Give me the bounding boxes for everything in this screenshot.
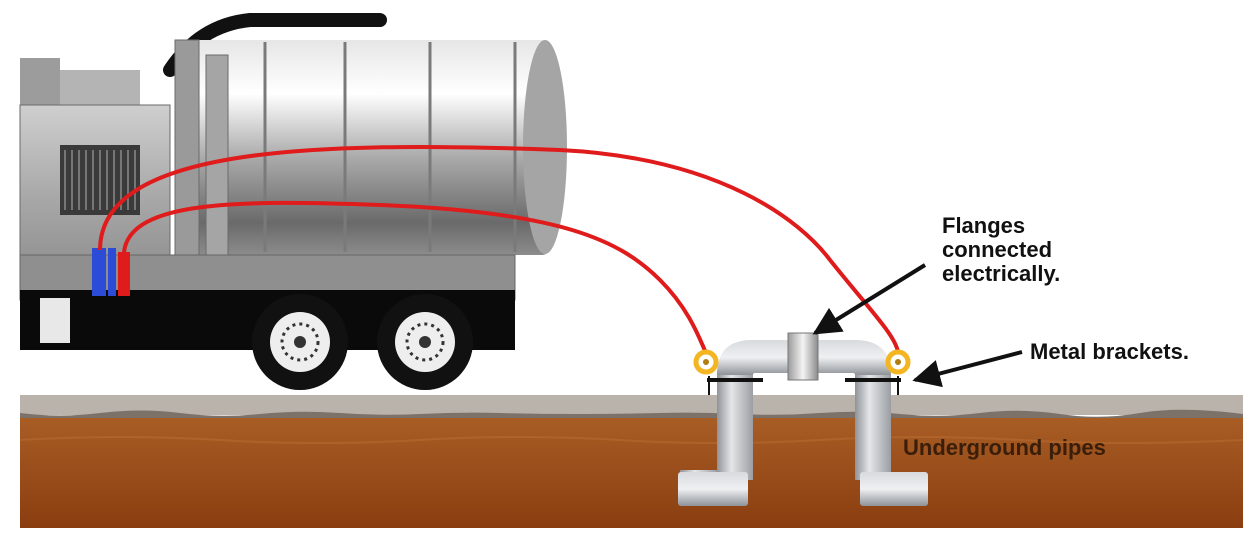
soil-layer [20,418,1243,528]
truck-step [40,298,70,343]
ground-surface [20,395,1243,415]
truck-equipment-top [60,70,140,110]
label-flanges-line3: electrically. [942,261,1061,286]
metal-bracket [845,378,901,382]
cable-clamp-left [693,349,719,375]
pipe-right-vertical [855,370,891,480]
truck-wheel [377,294,473,390]
label-underground-pipes: Underground pipes [903,435,1106,460]
label-metal-brackets: Metal brackets. [1030,339,1189,364]
pipe-left-outlet [678,472,748,506]
pipe-left-vertical [717,370,753,480]
soil-stratum [19,436,1243,444]
truck-stack [205,54,229,261]
pipe-right-outlet [860,472,928,506]
ground-edge [20,409,1243,420]
arrow-flanges [812,263,927,335]
label-flanges-line1: Flanges [942,213,1026,238]
flange-coupling [787,332,819,381]
label-flanges-line2: connected [942,237,1053,262]
truck-wheel [252,294,348,390]
cable-clamp-right [885,349,911,375]
cable-reel [92,248,106,296]
metal-bracket [707,378,763,382]
pipe-assembly [678,332,928,506]
arrow-brackets [912,350,1023,388]
bonding-cable-long [98,144,900,353]
vacuum-truck [19,13,567,390]
truck-stack [174,39,200,261]
bonding-cable-short [122,200,708,354]
cable-reel [118,252,130,296]
label-flanges: Flanges connected electrically. [942,214,1060,286]
tank-end-cap [523,40,567,254]
cable-reel [108,248,116,296]
